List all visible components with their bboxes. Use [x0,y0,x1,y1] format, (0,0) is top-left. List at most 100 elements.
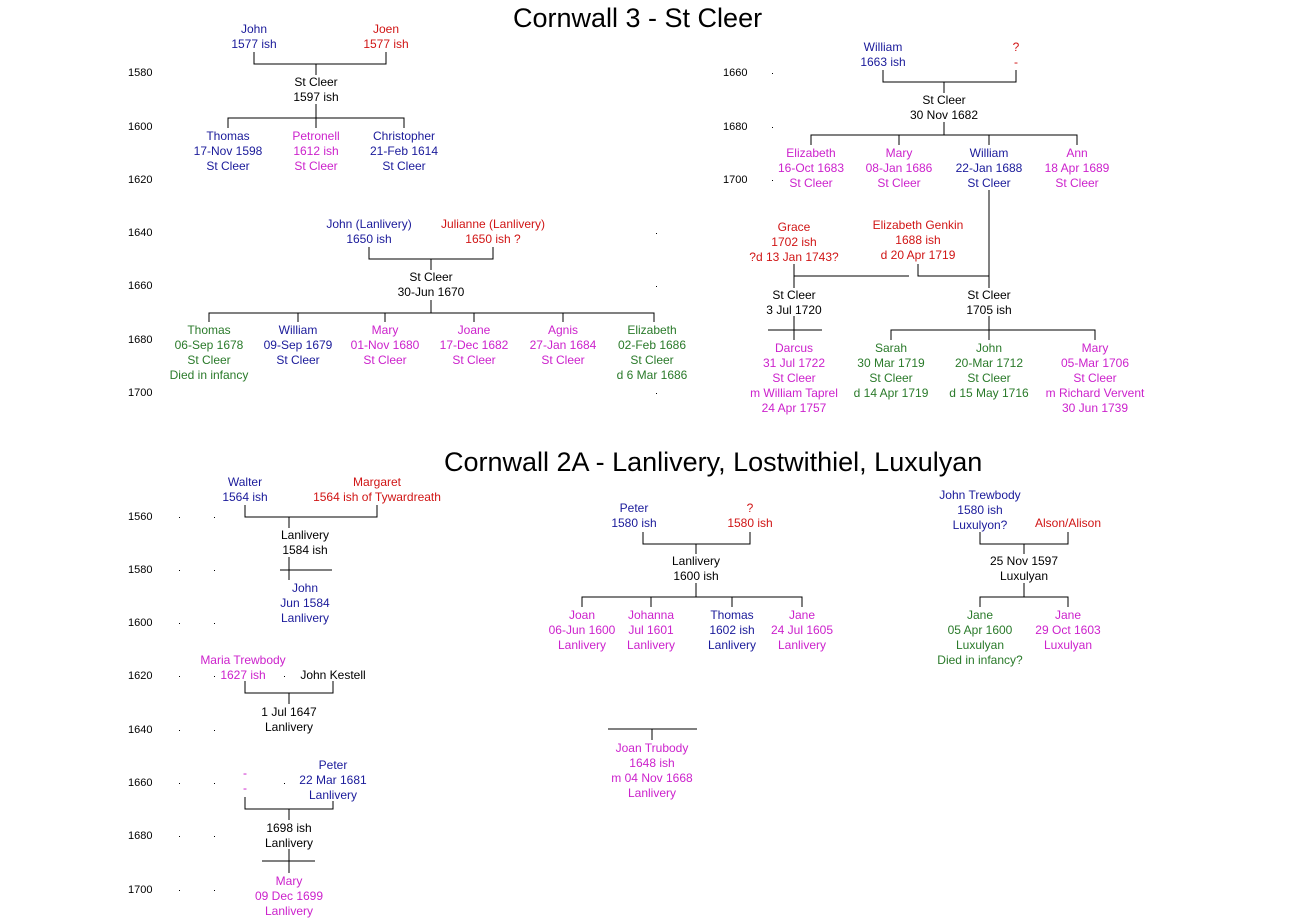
person-text-line: ? [1012,40,1020,54]
person-text-line: Luxulyon? [952,518,1008,532]
person-text-line: 09-Sep 1679 [263,338,333,352]
person-box: ?- [1013,40,1020,70]
tick-dot [179,623,180,624]
person-text-line: d 14 Apr 1719 [853,386,929,400]
person-text-line: 1650 ish ? [465,232,521,246]
year-label: 1680 [723,121,748,133]
person-text-line: John Trewbody [939,488,1021,502]
tick-dot [284,676,285,677]
person-text-line: St Cleer [294,159,338,173]
person-text-line: 3 Jul 1720 [766,303,822,317]
person-text-line: 08-Jan 1686 [865,161,933,175]
person-text-line: Joan Trubody [615,741,689,755]
chart-title-cornwall-3: Cornwall 3 - St Cleer [513,3,763,33]
person-text-line: 1612 ish [293,144,339,158]
person-text-line: St Cleer [922,93,966,107]
person-text-line: St Cleer [772,371,816,385]
person-text-line: John [240,22,268,36]
person-text-line: St Cleer [541,353,585,367]
person-text-line: 25 Nov 1597 [989,554,1059,568]
person-text-line: 09 Dec 1699 [254,889,324,903]
person-text-line: 18 Apr 1689 [1044,161,1110,175]
person-text-line: Elizabeth [786,146,836,160]
person-box: Alson/Alison [1035,516,1101,531]
person-text-line: John [975,341,1003,355]
person-text-line: William [863,40,903,54]
tick-dot [214,783,215,784]
person-text-line: 1663 ish [860,55,906,69]
person-text-line: John [291,581,319,595]
person-text-line: Julianne (Lanlivery) [440,217,546,231]
year-label: 1560 [128,511,153,523]
person-text-line: m William Taprel [750,386,838,400]
person-box: ?1580 ish [727,501,772,531]
year-label: 1600 [128,121,153,133]
person-text-line: Mary [371,323,399,337]
person-text-line: 27-Jan 1684 [529,338,597,352]
person-text-line: St Cleer [967,288,1011,302]
person-text-line: 22 Mar 1681 [299,773,367,787]
person-text-line: 1602 ish [709,623,755,637]
year-label: 1660 [128,777,153,789]
person-text-line: 05 Apr 1600 [947,623,1013,637]
chart-title-cornwall-2a: Cornwall 2A - Lanlivery, Lostwithiel, Lu… [444,447,983,477]
tick-dot [214,890,215,891]
person-text-line: 06-Sep 1678 [174,338,244,352]
person-text-line: - [1014,55,1018,69]
person-text-line: m 04 Nov 1668 [611,771,693,785]
person-text-line: 1650 ish [346,232,392,246]
person-text-line: 1705 ish [966,303,1012,317]
person-text-line: Luxulyan [955,638,1005,652]
person-text-line: Walter [227,475,263,489]
person-text-line: St Cleer [452,353,496,367]
person-text-line: 21-Feb 1614 [369,144,439,158]
person-text-line: 30-Jun 1670 [397,285,465,299]
person-text-line: St Cleer [294,75,338,89]
tick-dot [179,890,180,891]
person-text-line: St Cleer [967,176,1011,190]
person-text-line: Grace [777,220,811,234]
year-label: 1600 [128,617,153,629]
person-text-line: 17-Nov 1598 [193,144,263,158]
person-text-line: St Cleer [187,353,231,367]
person-box: Julianne (Lanlivery)1650 ish ? [441,217,545,247]
person-text-line: St Cleer [869,371,913,385]
person-text-line: St Cleer [1055,176,1099,190]
person-text-line: Lanlivery [264,904,314,918]
person-text-line: Lanlivery [707,638,757,652]
person-text-line: Lanlivery [308,788,358,802]
person-text-line: 24 Jul 1605 [770,623,834,637]
person-text-line: Peter [318,758,348,772]
person-text-line: St Cleer [206,159,250,173]
person-text-line: Lanlivery [627,786,677,800]
person-text-line: 1577 ish [231,37,277,51]
person-text-line: Mary [885,146,913,160]
tick-dot [214,517,215,518]
